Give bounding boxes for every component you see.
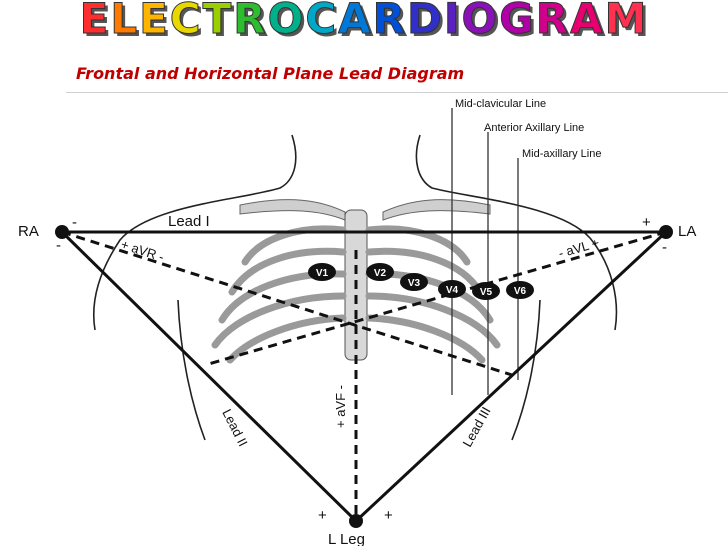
chest-lead-label-v4: V4 <box>446 285 459 296</box>
ra-minus: - <box>56 237 61 254</box>
title-divider <box>66 92 728 93</box>
clavicles <box>239 199 491 221</box>
title-letter: R <box>233 0 268 44</box>
title-letter: R <box>535 0 571 44</box>
la-electrode <box>659 225 673 239</box>
title-letter: A <box>570 0 605 44</box>
title-letter: C <box>305 0 339 44</box>
avl-line <box>204 230 667 367</box>
title-letter: R <box>372 0 408 44</box>
chest-lead-label-v2: V2 <box>374 268 387 279</box>
augmented-leads <box>61 230 667 521</box>
chest-lead-label-v5: V5 <box>480 287 493 298</box>
la-minus: - <box>662 239 667 256</box>
leg-electrode <box>349 514 363 528</box>
page-title: ELECTROCARDIOGRAM <box>0 0 728 44</box>
lead-i-label: Lead I <box>168 213 210 230</box>
title-letter: G <box>499 0 536 44</box>
lead-iii-label: Lead III <box>460 404 494 449</box>
einthoven-triangle <box>60 230 668 523</box>
lead-i-minus: - <box>72 214 77 231</box>
leg-label: L Leg <box>328 531 365 546</box>
midclavicular-line-label: Mid-clavicular Line <box>455 98 546 110</box>
anterior-axillary-line-label: Anterior Axillary Line <box>484 122 584 134</box>
chest-lead-label-v1: V1 <box>316 268 329 279</box>
avf-label: + aVF - <box>333 385 348 428</box>
title-letter: D <box>407 0 444 44</box>
lead-i-plus: + <box>642 214 651 231</box>
ra-label: RA <box>18 223 39 240</box>
chest-electrode-v4 <box>438 280 466 298</box>
avr-line <box>61 230 513 377</box>
reference-lines <box>451 108 519 395</box>
mid-axillary-line-label: Mid-axillary Line <box>522 148 601 160</box>
title-letter: A <box>338 0 373 44</box>
title-letter: M <box>604 0 649 44</box>
title-letter: E <box>139 0 170 44</box>
lead-ii-line <box>60 230 358 523</box>
chest-lead-label-v3: V3 <box>408 278 421 289</box>
chest-electrode-v2 <box>366 263 394 281</box>
title-letter: I <box>443 0 462 44</box>
chest-electrode-v1 <box>308 263 336 281</box>
title-letter: L <box>110 0 140 44</box>
title-letter: O <box>461 0 500 44</box>
lead-iii-line <box>354 230 668 523</box>
leg-plus-left: + <box>318 507 327 524</box>
title-letter: T <box>202 0 234 44</box>
chest-electrode-v5 <box>472 282 500 300</box>
chest-electrode-v6 <box>506 281 534 299</box>
title-letter: E <box>79 0 111 44</box>
la-label: LA <box>678 223 696 240</box>
title-letter: O <box>267 0 306 44</box>
chest-electrode-v3 <box>400 273 428 291</box>
leg-plus-right: + <box>384 507 393 524</box>
page-subtitle: Frontal and Horizontal Plane Lead Diagra… <box>76 64 465 83</box>
ra-electrode <box>55 225 69 239</box>
chest-lead-label-v6: V6 <box>514 286 527 297</box>
avr-label: + aVR - <box>119 237 166 265</box>
title-letter: C <box>169 0 203 44</box>
